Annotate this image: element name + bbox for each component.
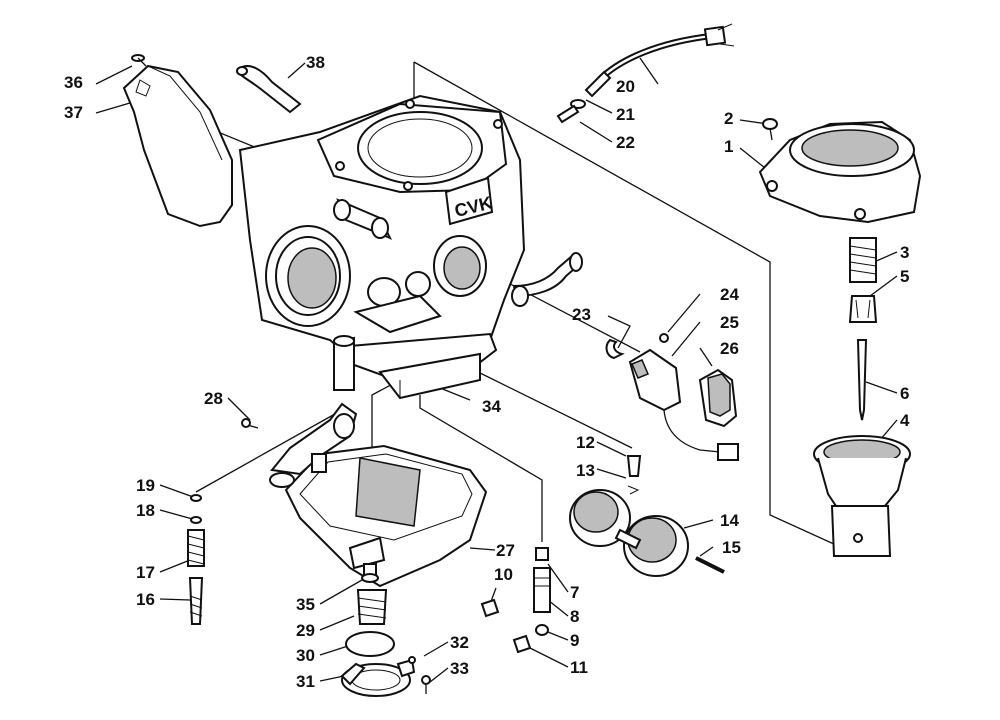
callout-25: 25 xyxy=(720,313,739,332)
callout-28: 28 xyxy=(204,389,223,408)
callout-14: 14 xyxy=(720,511,739,530)
throttle-cable xyxy=(556,23,735,124)
callout-8: 8 xyxy=(570,607,580,626)
callout-27: 27 xyxy=(496,541,515,560)
callout-19: 19 xyxy=(136,476,155,495)
callout-2: 2 xyxy=(724,109,734,128)
callout-31: 31 xyxy=(296,672,315,691)
callout-24: 24 xyxy=(720,285,739,304)
vent-tube xyxy=(236,64,302,114)
float-chamber-base xyxy=(378,352,481,400)
callout-18: 18 xyxy=(136,501,155,520)
pilot-screw-assembly xyxy=(187,494,205,625)
callout-12: 12 xyxy=(576,433,595,452)
main-jet-assembly xyxy=(480,547,551,654)
float-valve xyxy=(626,455,642,495)
callout-11: 11 xyxy=(570,658,588,677)
callout-16: 16 xyxy=(136,590,155,609)
callout-35: 35 xyxy=(296,595,315,614)
callout-29: 29 xyxy=(296,621,315,640)
callout-36: 36 xyxy=(64,73,83,92)
callout-13: 13 xyxy=(576,461,595,480)
callout-5: 5 xyxy=(900,267,910,286)
callout-15: 15 xyxy=(722,538,741,557)
drain-cover-assembly xyxy=(340,563,431,697)
callout-33: 33 xyxy=(450,659,469,678)
float xyxy=(569,489,725,577)
callout-17: 17 xyxy=(136,563,155,582)
callout-30: 30 xyxy=(296,646,315,665)
callout-9: 9 xyxy=(570,631,580,650)
callout-34: 34 xyxy=(482,397,501,416)
callout-6: 6 xyxy=(900,384,910,403)
callout-20: 20 xyxy=(616,77,635,96)
vacuum-piston-assembly xyxy=(758,118,922,557)
leader-lines xyxy=(95,57,898,683)
float-lever xyxy=(241,402,358,488)
callout-4: 4 xyxy=(900,411,910,430)
callout-7: 7 xyxy=(570,583,580,602)
callout-1: 1 xyxy=(724,137,734,156)
callout-21: 21 xyxy=(616,105,635,124)
callout-32: 32 xyxy=(450,633,469,652)
callout-38: 38 xyxy=(306,53,325,72)
callout-3: 3 xyxy=(900,243,910,262)
intake-cover xyxy=(122,54,233,228)
enrichener-plunger xyxy=(605,333,739,461)
float-bowl xyxy=(284,444,488,588)
callout-10: 10 xyxy=(494,565,513,584)
callout-22: 22 xyxy=(616,133,635,152)
callout-23: 23 xyxy=(572,305,591,324)
carburetor-body xyxy=(238,94,583,391)
callout-37: 37 xyxy=(64,103,83,122)
callout-26: 26 xyxy=(720,339,739,358)
